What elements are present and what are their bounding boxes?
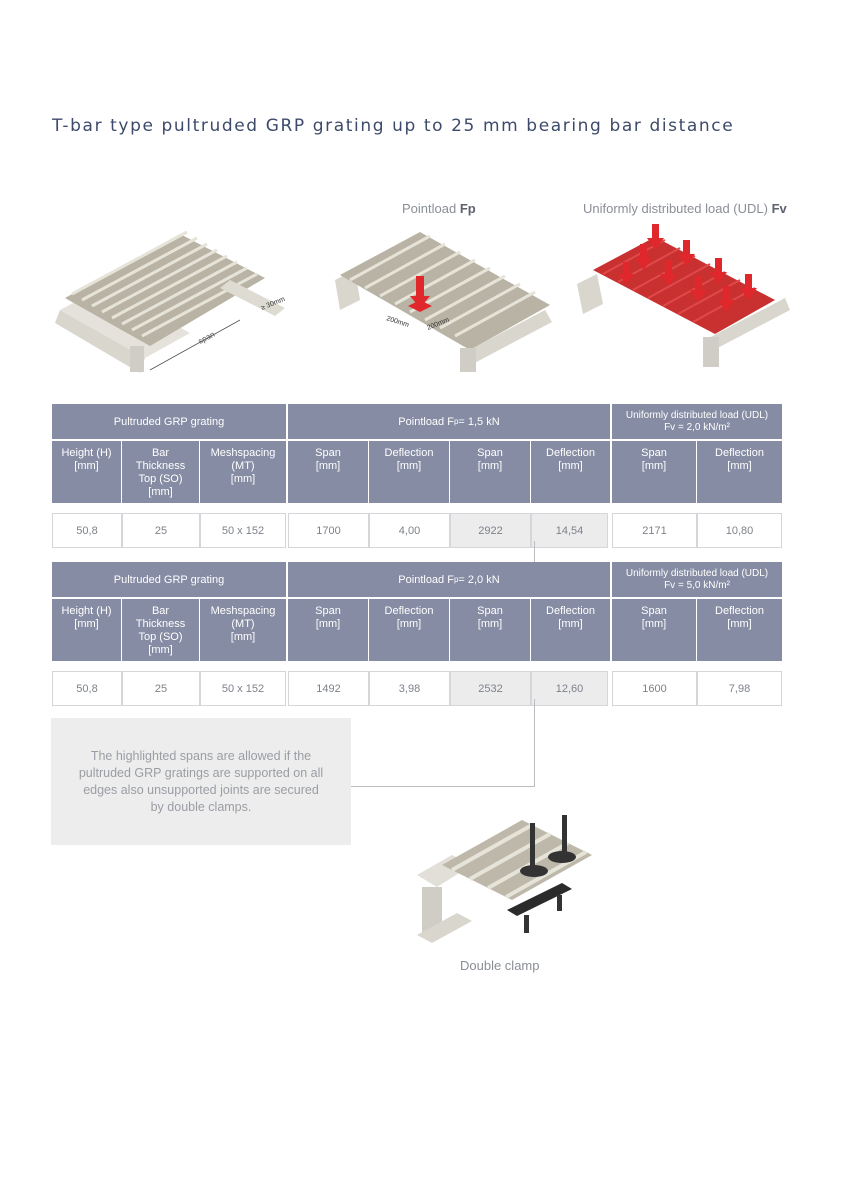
note-box: The highlighted spans are allowed if the… <box>51 718 351 845</box>
udl-illustration <box>577 224 790 367</box>
span-label: span <box>197 330 217 346</box>
table-cell: 25 <box>122 671 200 706</box>
column-header: Deflection [mm] <box>531 599 610 661</box>
column-header: Deflection [mm] <box>531 441 610 503</box>
table-cell: 1492 <box>288 671 369 706</box>
column-header: Span [mm] <box>288 441 368 503</box>
table-cell: 3,98 <box>369 671 450 706</box>
table-cell: 1600 <box>612 671 697 706</box>
table-cell: 25 <box>122 513 200 548</box>
column-header: Bar Thickness Top (SO) [mm] <box>122 599 199 661</box>
table-cell: 50,8 <box>52 513 122 548</box>
group-header-grating: Pultruded GRP grating <box>52 404 286 439</box>
column-header: Span [mm] <box>612 599 696 661</box>
table-cell: 7,98 <box>697 671 782 706</box>
table-cell: 2171 <box>612 513 697 548</box>
table-cell-highlighted: 2532 <box>450 671 531 706</box>
column-header: Deflection [mm] <box>697 441 782 503</box>
connector-line <box>534 699 535 787</box>
column-header: Deflection [mm] <box>697 599 782 661</box>
connector-line <box>534 541 535 562</box>
note-text: The highlighted spans are allowed if the… <box>78 749 324 814</box>
page-title: T-bar type pultruded GRP grating up to 2… <box>52 116 735 136</box>
table-cell: 50 x 152 <box>200 671 286 706</box>
table-cell: 4,00 <box>369 513 450 548</box>
table-cell: 50,8 <box>52 671 122 706</box>
column-header: Span [mm] <box>612 441 696 503</box>
column-header: Span [mm] <box>288 599 368 661</box>
column-header: Height (H) [mm] <box>52 599 121 661</box>
column-header: Height (H) [mm] <box>52 441 121 503</box>
column-header: Span [mm] <box>450 599 530 661</box>
group-header-udl: Uniformly distributed load (UDL)Fv = 5,0… <box>612 562 782 597</box>
table-cell: 10,80 <box>697 513 782 548</box>
column-header: Deflection [mm] <box>369 599 449 661</box>
table-cell-highlighted: 12,60 <box>531 671 608 706</box>
table-cell: 50 x 152 <box>200 513 286 548</box>
connector-line <box>351 786 535 787</box>
grating-span-illustration: span ≥ 30mm <box>55 230 286 373</box>
column-header: Span [mm] <box>450 441 530 503</box>
column-header: Meshspacing (MT) [mm] <box>200 441 286 503</box>
udl-caption: Uniformly distributed load (UDL) Fv <box>583 201 787 216</box>
column-header: Deflection [mm] <box>369 441 449 503</box>
group-header-grating: Pultruded GRP grating <box>52 562 286 597</box>
pointload-illustration: 200mm 200mm <box>335 232 552 372</box>
group-header-udl: Uniformly distributed load (UDL)Fv = 2,0… <box>612 404 782 439</box>
pointload-symbol: Fp <box>459 201 476 216</box>
column-header: Bar Thickness Top (SO) [mm] <box>122 441 199 503</box>
table-cell-highlighted: 14,54 <box>531 513 608 548</box>
udl-symbol: Fv <box>771 201 787 216</box>
double-clamp-caption: Double clamp <box>460 958 540 973</box>
column-header: Meshspacing (MT) [mm] <box>200 599 286 661</box>
double-clamp-illustration <box>417 815 592 943</box>
table-cell: 1700 <box>288 513 369 548</box>
pointload-caption: Pointload Fp <box>402 201 476 216</box>
pointload-dim-a: 200mm <box>385 315 410 329</box>
table-cell-highlighted: 2922 <box>450 513 531 548</box>
